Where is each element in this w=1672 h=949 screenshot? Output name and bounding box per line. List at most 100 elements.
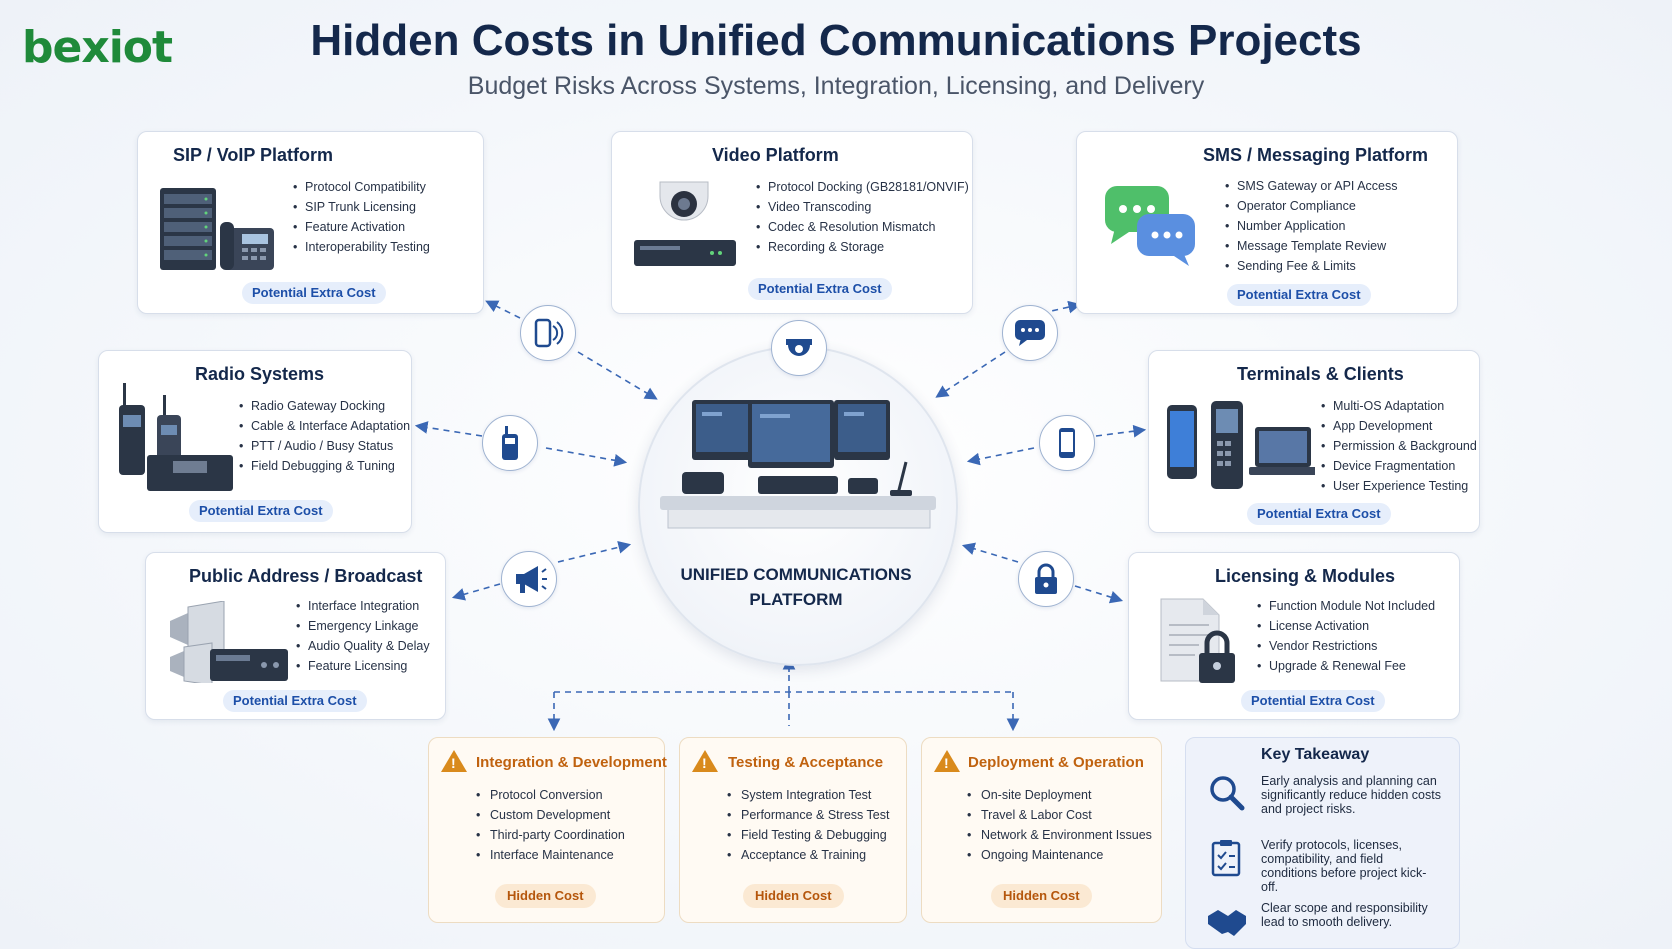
page-subtitle: Budget Risks Across Systems, Integration… [467, 72, 1205, 100]
card-public-address: Public Address / Broadcast Interface Int… [145, 552, 446, 720]
list-item: Codec & Resolution Mismatch [756, 217, 969, 237]
item-list: Function Module Not Included License Act… [1257, 596, 1435, 676]
voip-phone-icon [520, 305, 576, 361]
takeaway-point: Verify protocols, licenses, compatibilit… [1261, 838, 1427, 894]
card-title: Video Platform [712, 145, 839, 165]
card-title: Terminals & Clients [1237, 364, 1404, 384]
list-item: PTT / Audio / Busy Status [239, 436, 410, 456]
list-item: Third-party Coordination [476, 825, 625, 845]
list-item: Permission & Background [1321, 436, 1477, 456]
card-licensing: Licensing & Modules Function Module Not … [1128, 552, 1460, 720]
card-sip-voip: SIP / VoIP Platform Protocol Compatibili… [137, 131, 484, 314]
hidden-cost-badge: Hidden Cost [743, 884, 844, 908]
key-takeaway-panel: Key Takeaway Early analysis and planning… [1185, 737, 1460, 949]
card-title: Testing & Acceptance [728, 754, 884, 771]
item-list: Multi-OS Adaptation App Development Perm… [1321, 396, 1477, 496]
item-list: On-site Deployment Travel & Labor Cost N… [967, 785, 1152, 865]
extra-cost-badge: Potential Extra Cost [223, 690, 367, 712]
extra-cost-badge: Potential Extra Cost [1247, 503, 1391, 525]
list-item: Field Debugging & Tuning [239, 456, 410, 476]
chat-bubbles-icon [1105, 186, 1195, 266]
list-item: Upgrade & Renewal Fee [1257, 656, 1435, 676]
warning-icon: ! [441, 750, 467, 772]
brand-logo: bexiot [22, 22, 173, 73]
card-radio: Radio Systems Radio Gateway Docking Cabl… [98, 350, 412, 533]
lock-icon [1018, 551, 1074, 607]
list-item: Multi-OS Adaptation [1321, 396, 1477, 416]
list-item: Vendor Restrictions [1257, 636, 1435, 656]
handshake-icon [1208, 910, 1246, 936]
list-item: System Integration Test [727, 785, 889, 805]
control-console-icon [660, 400, 936, 529]
license-document-icon [1160, 598, 1235, 683]
list-item: Protocol Compatibility [293, 177, 430, 197]
extra-cost-badge: Potential Extra Cost [242, 282, 386, 304]
list-item: Video Transcoding [756, 197, 969, 217]
card-testing-acceptance: ! Testing & Acceptance System Integratio… [679, 737, 907, 923]
hub-label-line: UNIFIED COMMUNICATIONS [680, 565, 912, 584]
hub-label: UNIFIED COMMUNICATIONS PLATFORM [638, 562, 954, 612]
search-icon [1210, 776, 1245, 811]
mobile-icon [1039, 415, 1095, 471]
speaker-amplifier-icon [170, 601, 288, 683]
list-item: Interoperability Testing [293, 237, 430, 257]
card-title: SIP / VoIP Platform [173, 145, 334, 165]
page-title: Hidden Costs in Unified Communications P… [310, 16, 1362, 65]
item-list: System Integration Test Performance & St… [727, 785, 889, 865]
extra-cost-badge: Potential Extra Cost [1227, 284, 1371, 306]
chat-icon [1002, 305, 1058, 361]
radio-devices-icon [119, 383, 233, 491]
terminal-devices-icon [1167, 401, 1315, 489]
item-list: Protocol Conversion Custom Development T… [476, 785, 625, 865]
list-item: Protocol Docking (GB28181/ONVIF) [756, 177, 969, 197]
card-title: Licensing & Modules [1215, 566, 1396, 586]
list-item: Recording & Storage [756, 237, 969, 257]
list-item: Sending Fee & Limits [1225, 256, 1397, 276]
list-item: Network & Environment Issues [967, 825, 1152, 845]
list-item: Emergency Linkage [296, 616, 430, 636]
hidden-cost-badge: Hidden Cost [991, 884, 1092, 908]
card-integration-development: ! Integration & Development Protocol Con… [428, 737, 667, 923]
card-title: Radio Systems [195, 364, 325, 384]
item-list: Interface Integration Emergency Linkage … [296, 596, 430, 676]
card-deployment-operation: ! Deployment & Operation On-site Deploym… [921, 737, 1162, 923]
takeaway-point: Clear scope and responsibility lead to s… [1261, 901, 1428, 929]
list-item: Acceptance & Training [727, 845, 889, 865]
list-item: SIP Trunk Licensing [293, 197, 430, 217]
card-title: Integration & Development [476, 754, 667, 771]
takeaway-point: Early analysis and planning can signific… [1261, 774, 1441, 816]
camera-nvr-icon [634, 181, 736, 266]
item-list: Protocol Compatibility SIP Trunk Licensi… [293, 177, 430, 257]
list-item: Audio Quality & Delay [296, 636, 430, 656]
warning-icon: ! [692, 750, 718, 772]
list-item: Feature Licensing [296, 656, 430, 676]
card-title: SMS / Messaging Platform [1203, 145, 1429, 165]
list-item: Ongoing Maintenance [967, 845, 1152, 865]
camera-icon [771, 320, 827, 376]
list-item: App Development [1321, 416, 1477, 436]
list-item: Protocol Conversion [476, 785, 625, 805]
list-item: Radio Gateway Docking [239, 396, 410, 416]
megaphone-icon [501, 551, 557, 607]
radio-icon [482, 415, 538, 471]
list-item: Operator Compliance [1225, 196, 1397, 216]
list-item: Number Application [1225, 216, 1397, 236]
list-item: Function Module Not Included [1257, 596, 1435, 616]
card-sms: SMS / Messaging Platform SMS Gateway or … [1076, 131, 1458, 314]
list-item: Custom Development [476, 805, 625, 825]
list-item: Interface Integration [296, 596, 430, 616]
hub-label-line: PLATFORM [749, 590, 843, 609]
hidden-cost-badge: Hidden Cost [495, 884, 596, 908]
list-item: Cable & Interface Adaptation [239, 416, 410, 436]
list-item: Performance & Stress Test [727, 805, 889, 825]
voip-server-icon [160, 188, 274, 270]
list-item: SMS Gateway or API Access [1225, 176, 1397, 196]
card-video: Video Platform Protocol Docking (GB28181… [611, 131, 973, 314]
extra-cost-badge: Potential Extra Cost [1241, 690, 1385, 712]
item-list: Radio Gateway Docking Cable & Interface … [239, 396, 410, 476]
list-item: Travel & Labor Cost [967, 805, 1152, 825]
list-item: Device Fragmentation [1321, 456, 1477, 476]
extra-cost-badge: Potential Extra Cost [748, 278, 892, 300]
list-item: License Activation [1257, 616, 1435, 636]
